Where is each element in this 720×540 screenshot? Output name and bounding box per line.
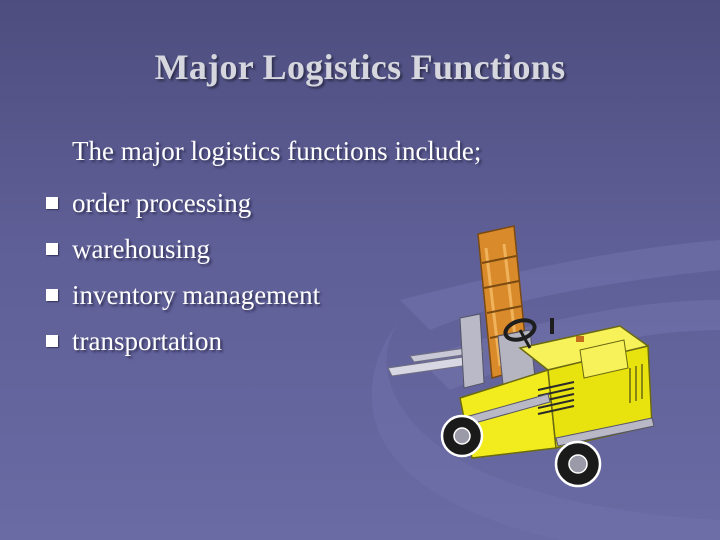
list-item: order processing <box>46 180 320 226</box>
list-item: inventory management <box>46 272 320 318</box>
bullet-text: inventory management <box>72 279 321 310</box>
square-bullet-icon <box>46 243 58 255</box>
bullet-text: order processing <box>72 187 252 218</box>
bullet-text: warehousing <box>72 233 210 264</box>
bullet-text: transportation <box>72 325 222 356</box>
square-bullet-icon <box>46 197 58 209</box>
square-bullet-icon <box>46 335 58 347</box>
list-item: warehousing <box>46 226 320 272</box>
bullet-list: order processing warehousing inventory m… <box>46 180 320 364</box>
forklift-icon <box>387 225 655 488</box>
square-bullet-icon <box>46 289 58 301</box>
intro-text: The major logistics functions include; <box>72 136 482 166</box>
slide-title: Major Logistics Functions <box>154 47 566 87</box>
list-item: transportation <box>46 318 320 364</box>
